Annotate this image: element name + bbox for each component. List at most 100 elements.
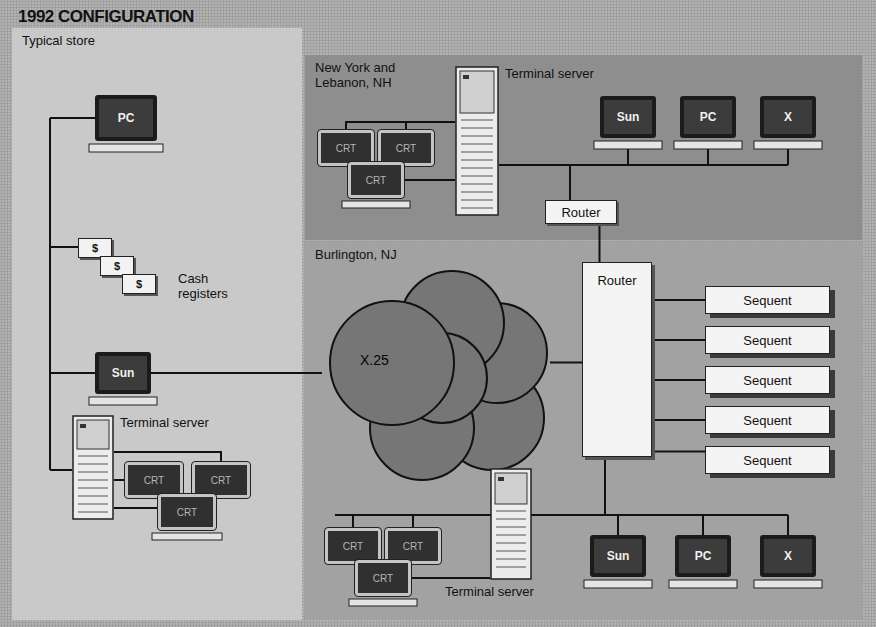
node-text: CRT <box>336 143 356 154</box>
node-text: Sequent <box>743 453 791 468</box>
terminal-server-tower <box>72 415 114 520</box>
workstation-monitor: Sun <box>95 352 151 394</box>
lan-wires <box>50 118 788 578</box>
workstation-monitor: X <box>760 96 816 138</box>
tower-slot <box>78 472 108 473</box>
tower-light <box>463 75 469 79</box>
router-box: Router <box>582 262 652 457</box>
tower-slot <box>461 168 493 169</box>
workstation-monitor: Sun <box>600 96 656 138</box>
terminal-cable <box>114 479 125 481</box>
device-label: Terminal server <box>120 415 209 430</box>
network-link <box>550 362 582 364</box>
tower-slot <box>78 504 108 505</box>
network-link <box>652 339 705 341</box>
ny-lan-bus <box>499 164 788 166</box>
burlington-lan-bus <box>335 514 788 516</box>
tower-slot <box>461 200 493 201</box>
terminal-server: Terminal server <box>490 468 532 580</box>
terminal-cable <box>411 577 490 579</box>
tower-slot <box>496 543 526 544</box>
x25-cloud-shape <box>322 268 550 480</box>
sequent-server: Sequent <box>705 446 830 474</box>
network-link <box>652 299 705 301</box>
tower-slot <box>461 144 493 145</box>
node-text: Router <box>561 205 600 220</box>
crt-terminal: CRT <box>192 462 250 498</box>
crt-terminal: CRT <box>385 528 441 564</box>
tower-slot <box>496 519 526 520</box>
bus-drop <box>702 515 704 535</box>
node-text: Sequent <box>743 413 791 428</box>
crt-terminal: CRT <box>378 130 434 166</box>
bus-drop <box>352 515 354 528</box>
node-text: $ <box>114 260 120 272</box>
node-text: Sequent <box>743 333 791 348</box>
cash-register: $ <box>78 238 112 258</box>
node-text: CRT <box>403 541 423 552</box>
tower-slot <box>461 176 493 177</box>
diagram-title: 1992 CONFIGURATION <box>18 7 194 27</box>
node-text: X <box>784 549 792 563</box>
node-text: Sun <box>112 366 135 380</box>
network-link <box>652 419 705 421</box>
tower-slot <box>461 160 493 161</box>
tower-case <box>456 67 498 215</box>
node-text: X <box>784 110 792 124</box>
terminal-server: Terminal server <box>72 415 114 520</box>
tower-case <box>491 469 531 579</box>
bus-drop <box>50 246 78 248</box>
tower-panel <box>495 473 527 504</box>
tower-panel <box>460 71 494 113</box>
router-box: Router <box>545 200 617 224</box>
device-label: Terminal server <box>445 584 534 599</box>
bus-drop <box>707 149 709 165</box>
keyboard <box>754 141 822 149</box>
bus-drop <box>617 515 619 535</box>
crt-terminal: CRT <box>355 560 411 596</box>
crt-terminal: CRT <box>318 130 374 166</box>
tower-slot <box>78 496 108 497</box>
keyboard <box>754 580 822 588</box>
node-text: Router <box>597 273 636 288</box>
node-text: Sun <box>617 110 640 124</box>
network-label: X.25 <box>360 352 389 368</box>
region-heading: Burlington, NJ <box>315 248 397 263</box>
tower-slot <box>496 551 526 552</box>
tower-slot <box>496 535 526 536</box>
tower-slot <box>496 511 526 512</box>
node-text: CRT <box>373 573 393 584</box>
bus-drop <box>604 457 606 515</box>
part-label: Cash registers <box>178 272 258 302</box>
keyboards <box>89 141 822 606</box>
terminal-cable <box>114 452 221 462</box>
store-bus <box>49 118 51 470</box>
crt-terminal: CRT <box>348 162 404 198</box>
keyboard <box>152 533 222 540</box>
workstation-monitor: PC <box>95 95 157 141</box>
cash-register: $ <box>122 274 156 294</box>
tower-slot <box>461 152 493 153</box>
keyboard <box>89 144 163 152</box>
device-label: Terminal server <box>505 66 594 81</box>
node-text: PC <box>700 110 717 124</box>
terminal-cable <box>405 122 407 130</box>
network-link <box>652 451 705 453</box>
keyboard <box>584 580 652 588</box>
node-text: CRT <box>211 475 231 486</box>
tower-light <box>80 424 86 428</box>
node-text: Sun <box>607 549 630 563</box>
sequent-server: Sequent <box>705 406 830 434</box>
cloud-lobe <box>330 301 454 425</box>
node-text: Sequent <box>743 373 791 388</box>
keyboard <box>674 141 742 149</box>
keyboard <box>594 141 662 149</box>
tower-slot <box>461 208 493 209</box>
tower-slot <box>78 464 108 465</box>
crt-terminal: CRT <box>158 494 216 530</box>
site-region: Burlington, NJX.25RouterSequentSequentSe… <box>305 242 862 620</box>
keyboard <box>89 397 157 405</box>
sequent-server: Sequent <box>705 326 830 354</box>
